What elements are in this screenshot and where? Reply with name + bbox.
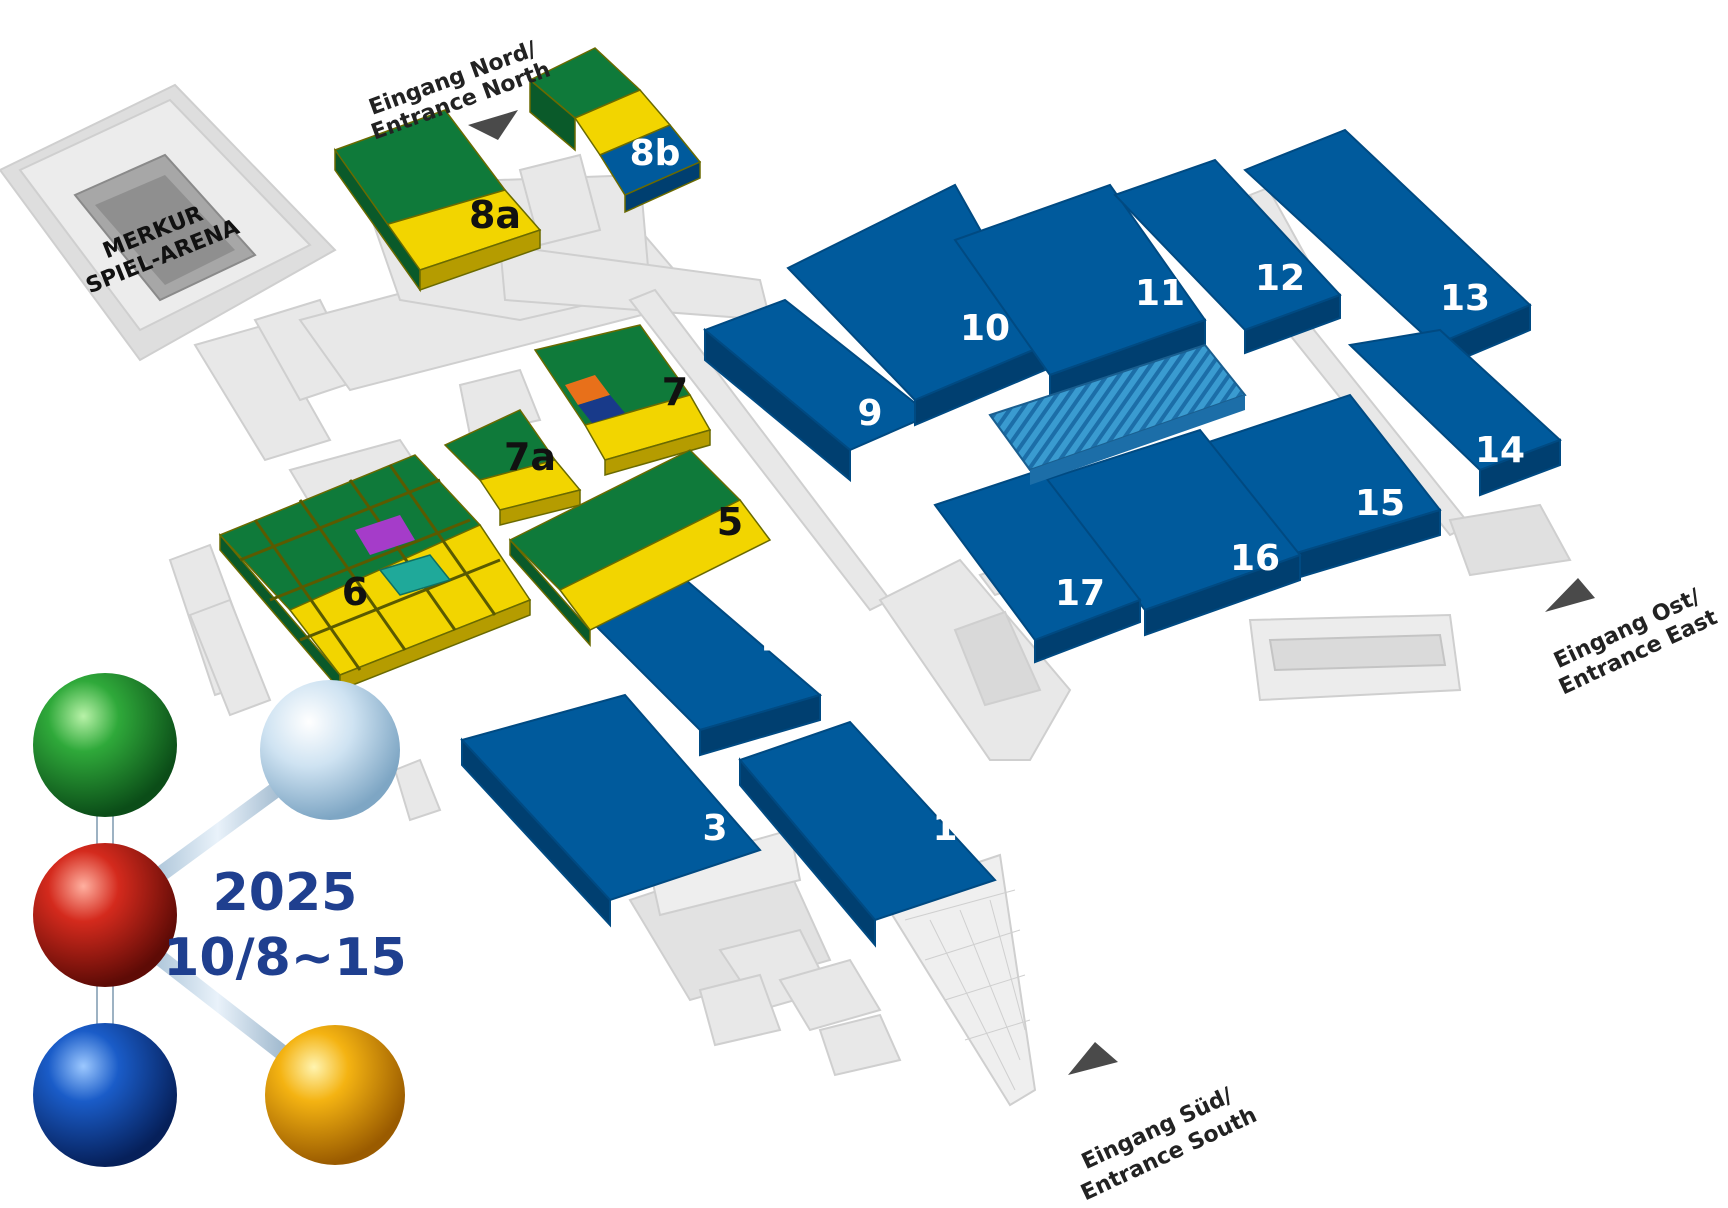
hall-6[interactable]: [218, 454, 532, 693]
hall-label-12: 12: [1255, 258, 1305, 299]
hall-6-purple-zone: [355, 515, 415, 555]
hall-11[interactable]: [953, 183, 1207, 402]
blue-halls: [460, 128, 1562, 948]
hall-8a[interactable]: [333, 109, 542, 293]
hall-label-17: 17: [1055, 573, 1105, 614]
hall-17[interactable]: [933, 468, 1142, 664]
hall-label-9: 9: [857, 393, 882, 434]
hall-label-1: 1: [932, 808, 957, 849]
white-sphere: [260, 680, 400, 820]
blue-sphere: [33, 1023, 177, 1167]
event-dates: 10/8~15: [163, 928, 406, 988]
arena-pit-inner: [95, 175, 235, 285]
hall-label-7a: 7a: [504, 435, 556, 479]
hall-label-6: 6: [342, 570, 368, 614]
red-sphere: [33, 843, 177, 987]
hall-labels-dark: 5 6 7 7a 8a: [342, 193, 743, 614]
hall-label-5: 5: [717, 500, 743, 544]
event-year: 2025: [213, 863, 358, 923]
hall-14[interactable]: [1347, 328, 1562, 497]
entrance-north-arrow-icon: [468, 110, 518, 140]
yellow-sphere: [265, 1025, 405, 1165]
hall-label-13: 13: [1440, 278, 1490, 319]
hall-label-16: 16: [1230, 538, 1280, 579]
hall-labels: 9 10 11 12 13 14 15 16 17 4 3 1: [702, 258, 1525, 849]
hall-7a[interactable]: [443, 409, 582, 526]
hall-label-8a: 8a: [469, 193, 521, 237]
entrance-east-arrow-icon: [1545, 578, 1595, 612]
hall-8b[interactable]: [528, 47, 702, 214]
hall-label-7: 7: [662, 370, 688, 414]
hall-12[interactable]: [1113, 158, 1342, 355]
hall-label-4: 4: [762, 623, 787, 664]
hall-label-8b: 8b: [630, 133, 681, 174]
hall-label-14: 14: [1475, 430, 1525, 471]
entrance-south-arrow-icon: [1068, 1042, 1118, 1075]
hall-16[interactable]: [1043, 428, 1302, 637]
hall-label-10: 10: [960, 308, 1010, 349]
hall-label-3: 3: [702, 808, 727, 849]
green-sphere: [33, 673, 177, 817]
hall-6-teal-zone: [378, 554, 452, 596]
k-fair-molecule-icon: [33, 673, 405, 1167]
construction-area: [988, 343, 1247, 485]
hall-3[interactable]: [460, 693, 762, 928]
hall-7[interactable]: [533, 324, 712, 476]
hall-7-navy-zone: [578, 395, 625, 423]
hall-label-15: 15: [1355, 483, 1405, 524]
entrance-south[interactable]: Eingang Süd/ Entrance South: [1065, 1042, 1261, 1206]
green-yellow-halls: [218, 47, 772, 693]
hall-1[interactable]: [738, 720, 997, 948]
hall-label-11: 11: [1135, 273, 1185, 314]
hall-5[interactable]: [508, 449, 772, 647]
hall-4[interactable]: [573, 573, 823, 757]
hall-7-orange-zone: [565, 375, 610, 405]
entrance-east[interactable]: Eingang Ost/ Entrance East: [1544, 578, 1722, 700]
